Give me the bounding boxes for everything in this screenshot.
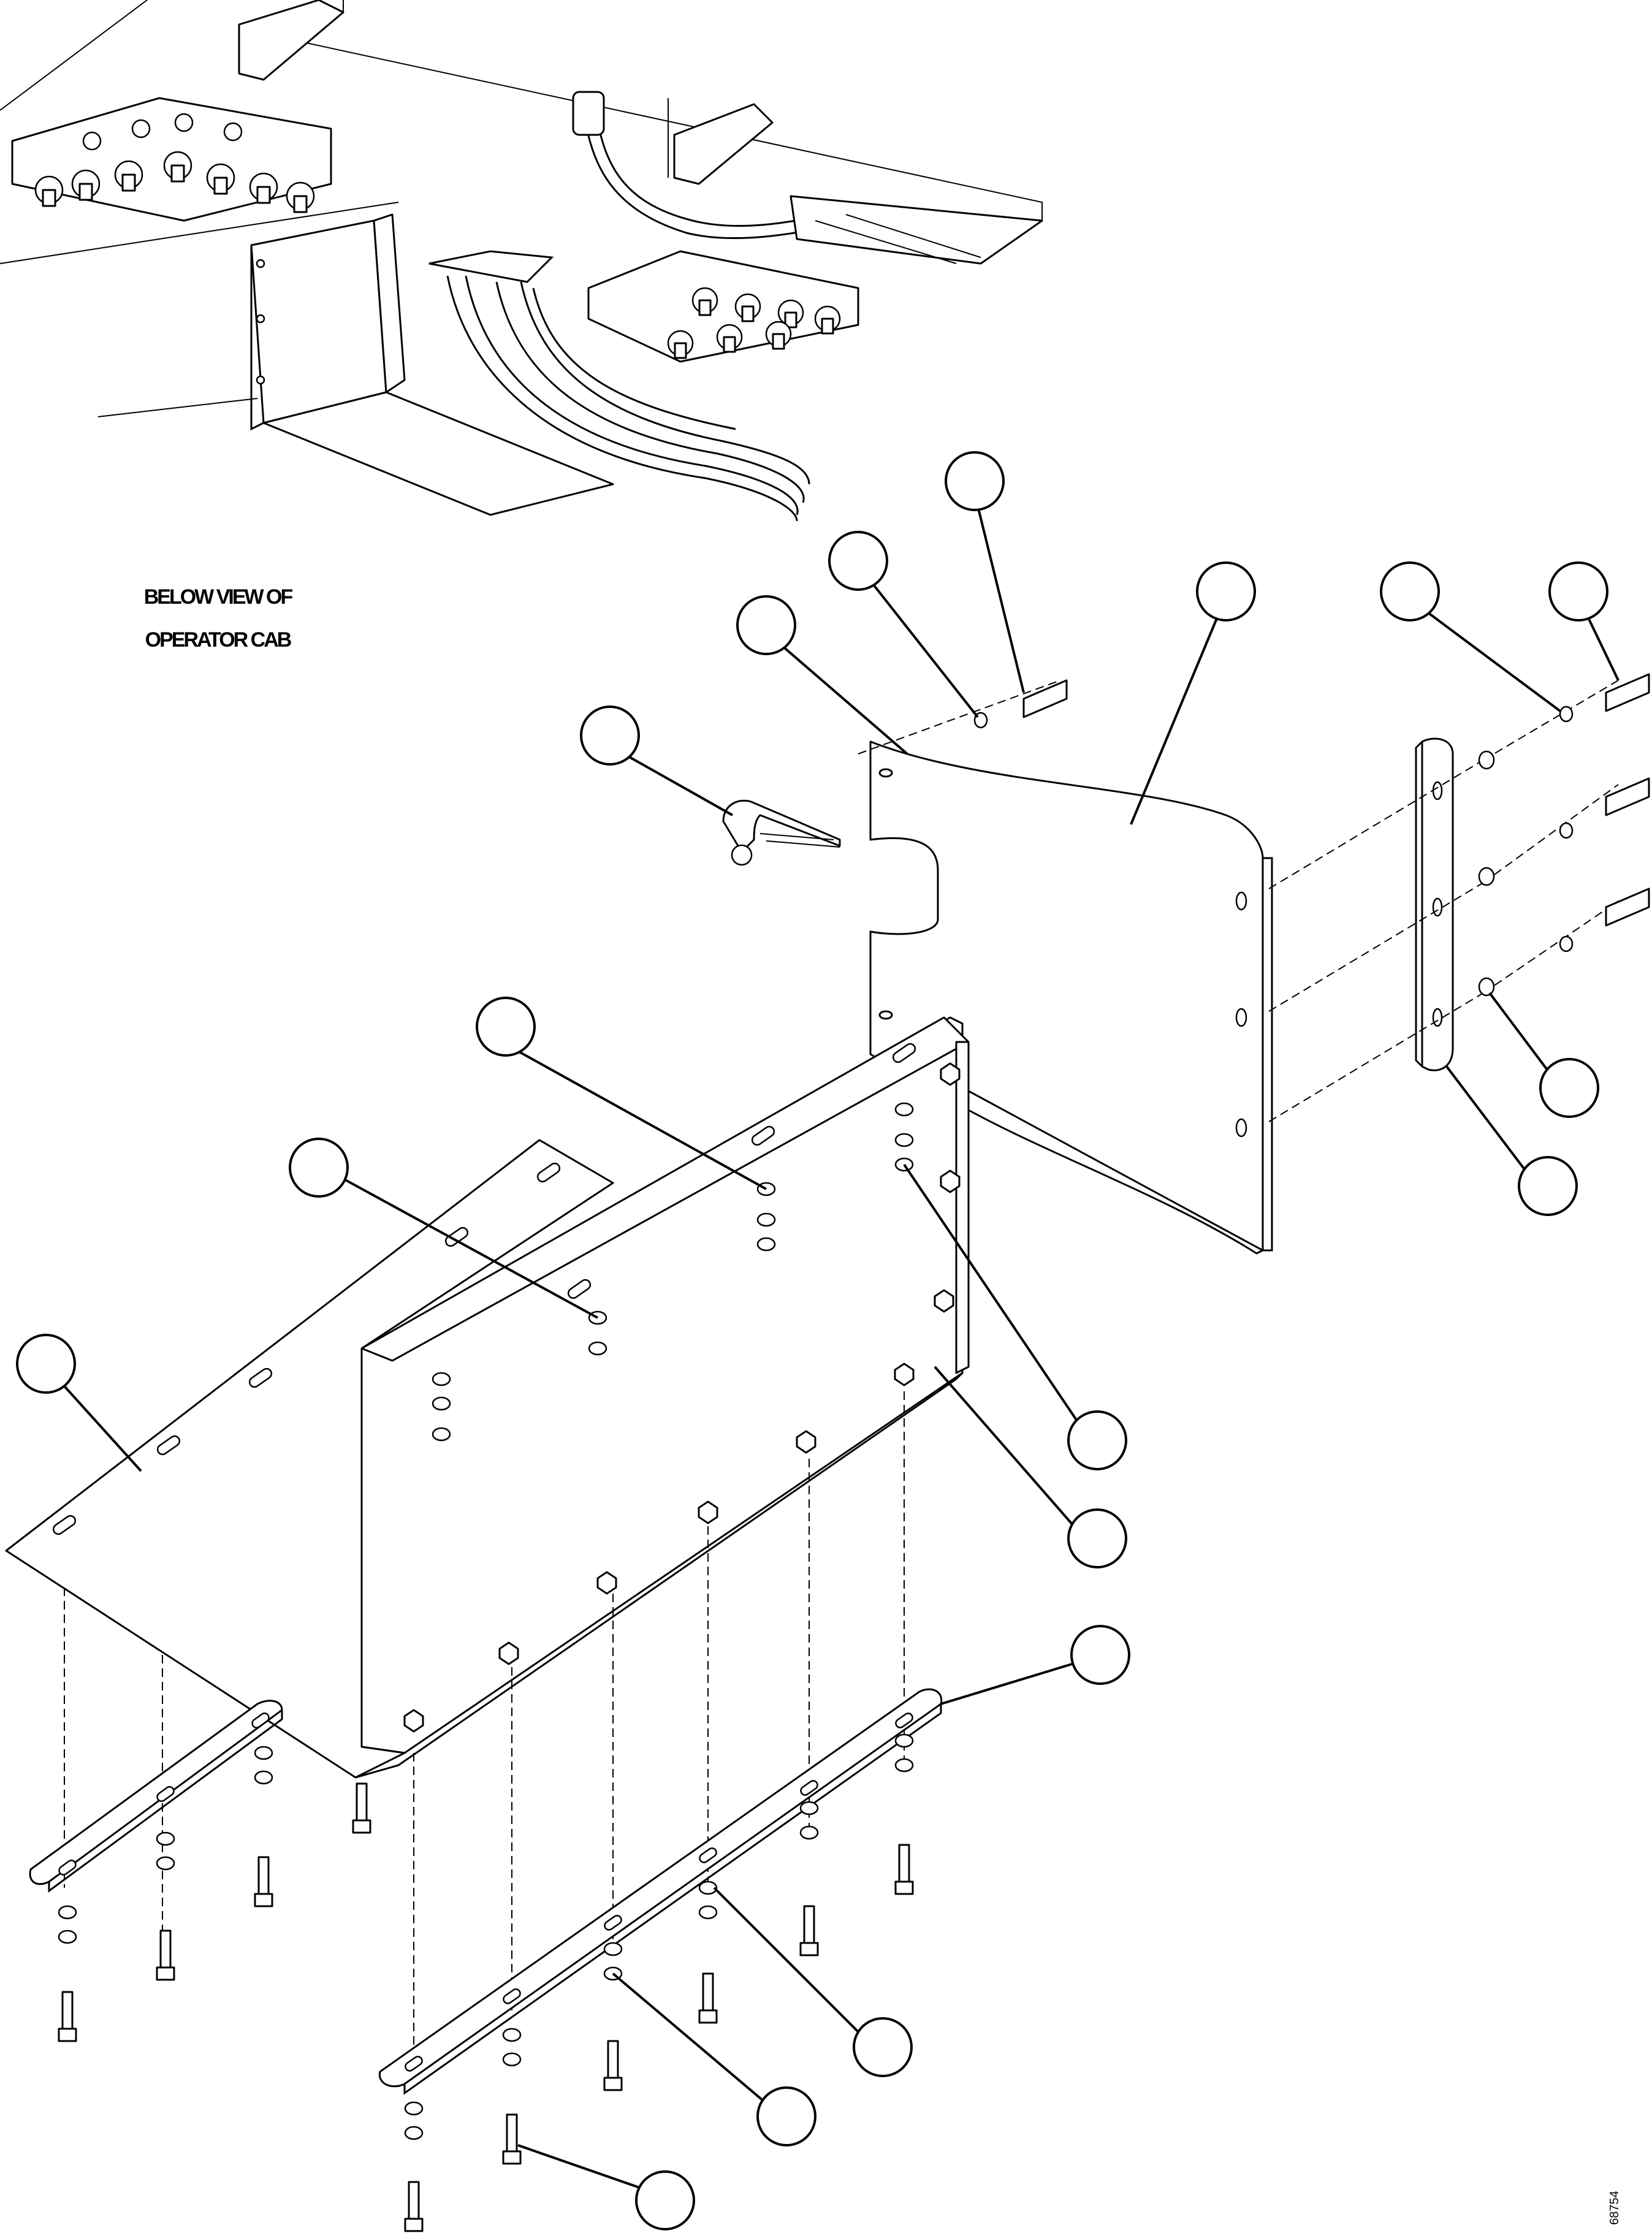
callout-balloon [1380, 561, 1440, 622]
callout-balloon [1067, 1508, 1127, 1568]
flange-bolts-right [667, 287, 841, 359]
view-caption-line1: BELOW VIEW OF [144, 585, 293, 609]
base-plate-slots [52, 1043, 916, 1535]
callout-balloon [828, 531, 888, 591]
bottom-left-strap [29, 1700, 283, 1893]
callout-balloon [945, 451, 1005, 511]
callout-balloon [1067, 1410, 1127, 1470]
callout-balloon [289, 1138, 349, 1198]
box-washer-stacks [432, 1102, 914, 1442]
callout-balloon [1196, 561, 1256, 622]
callout-balloon [476, 997, 536, 1057]
flange-bolts-left [34, 113, 315, 213]
drawing-number: 68754 [1608, 2191, 1621, 2225]
callout-balloon [756, 2086, 816, 2146]
callout-balloon [580, 705, 640, 766]
view-caption-line2: OPERATOR CAB [145, 628, 292, 652]
callout-balloon [853, 2017, 913, 2077]
callout-balloon [16, 1334, 76, 1394]
callout-balloon [1518, 1156, 1578, 1216]
bottom-bolts [58, 1733, 914, 2232]
callout-balloon [635, 2170, 695, 2230]
operator-cab-underside-inset [0, 0, 1043, 522]
box-nuts [403, 1062, 961, 1733]
callout-balloon [1548, 561, 1608, 622]
right-hardware [973, 673, 1650, 997]
enclosure-box [5, 1016, 1263, 1779]
back-mounting-plate [869, 740, 1273, 1255]
callout-balloon [1070, 1625, 1130, 1685]
callout-balloons [16, 451, 1620, 2230]
callout-balloon [736, 595, 796, 655]
cable-clamp-bracket [722, 799, 841, 866]
callout-balloon [1539, 1058, 1599, 1118]
